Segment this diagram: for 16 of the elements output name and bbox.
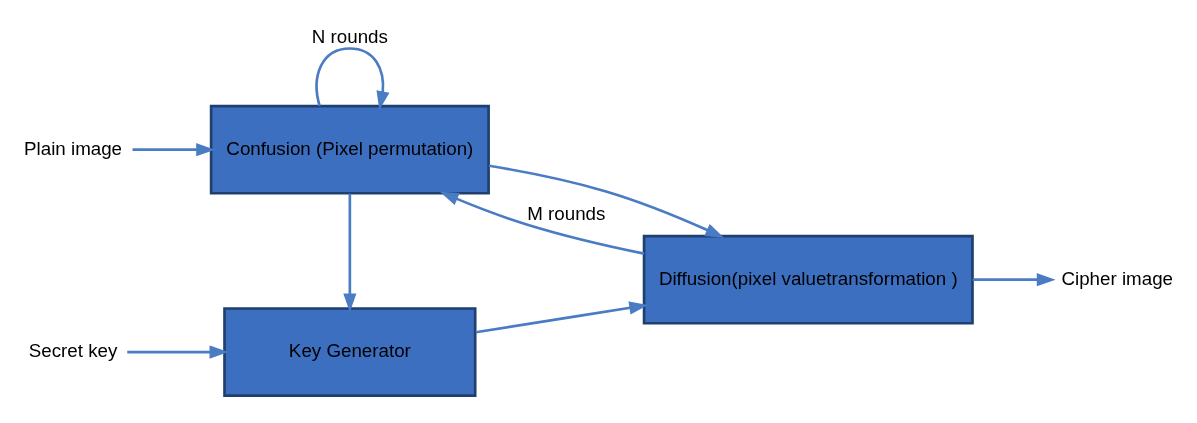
- arrow: [343, 193, 357, 312]
- arrow: [475, 300, 649, 334]
- node-box: Confusion (Pixel permutation): [209, 104, 490, 195]
- arrow: [439, 191, 645, 255]
- node-text: Cipher image: [1061, 267, 1173, 289]
- arrow: [132, 142, 215, 156]
- edge-label: N rounds: [311, 25, 388, 47]
- node-box: Diffusion(pixel valuetransformation ): [642, 234, 974, 325]
- edge-label: M rounds: [527, 202, 606, 224]
- node-text: Plain image: [24, 137, 123, 159]
- arrow: [972, 272, 1056, 286]
- arrow: [315, 46, 390, 110]
- arrow: [488, 163, 725, 238]
- node-box: Key Generator: [223, 306, 477, 397]
- node-text: Secret key: [28, 339, 118, 361]
- arrow: [127, 345, 229, 359]
